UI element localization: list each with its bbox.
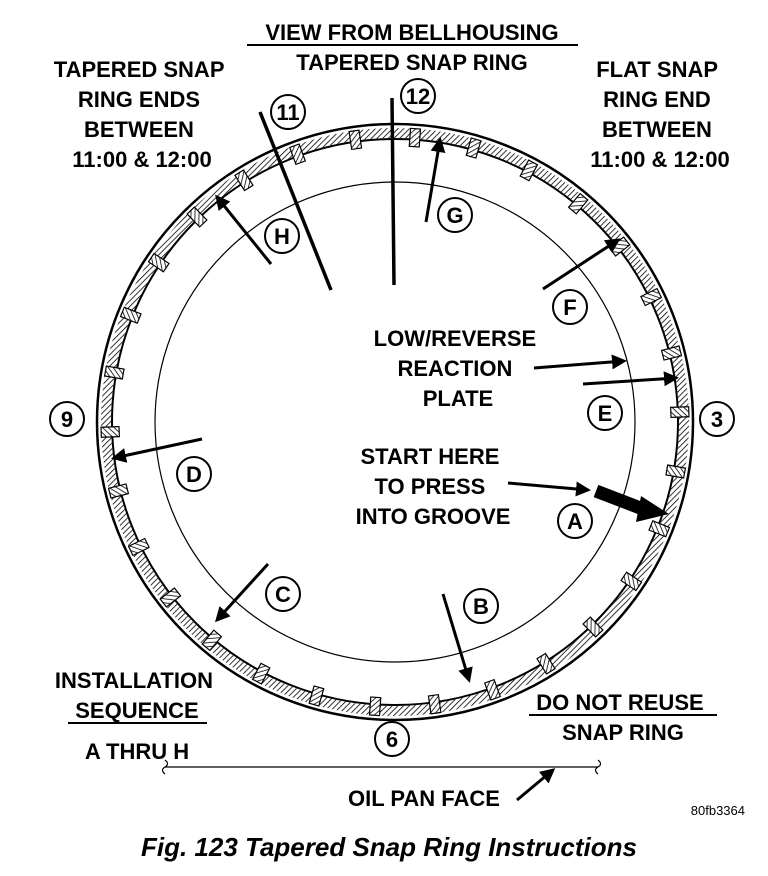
arrow-reaction-plate: [533, 354, 627, 370]
housing-lug: [147, 252, 170, 273]
clock-6: 6: [374, 721, 410, 757]
housing-lug: [251, 662, 271, 685]
svg-text:C: C: [275, 582, 291, 607]
sequence-arrows: [111, 137, 679, 683]
housing-lug: [119, 306, 142, 325]
clock-9: 9: [49, 401, 85, 437]
clock-11: 11: [270, 94, 306, 130]
housing-lug: [582, 616, 604, 638]
seq-b: B: [463, 588, 499, 624]
svg-text:F: F: [563, 295, 576, 320]
installation-note: INSTALLATION SEQUENCE: [55, 668, 219, 723]
housing-lug: [288, 143, 307, 166]
svg-text:B: B: [473, 594, 489, 619]
seq-h: H: [264, 218, 300, 254]
housing-inner-circle: [111, 138, 679, 706]
housing-lug: [660, 345, 683, 361]
svg-text:E: E: [598, 401, 613, 426]
housing-lug: [519, 159, 539, 182]
figure-caption: Fig. 123 Tapered Snap Ring Instructions: [141, 832, 637, 862]
housing-lug: [483, 678, 502, 701]
tapered-ends-note: TAPERED SNAP RING ENDS BETWEEN 11:00 & 1…: [54, 57, 230, 172]
housing-lug: [234, 169, 254, 192]
snap-ring-band: [101, 128, 689, 716]
oil-pan-break-right: [594, 759, 602, 775]
housing-lug: [107, 483, 130, 499]
arrow-b: [441, 593, 473, 683]
tapered-end-line-11: [258, 111, 333, 291]
housing-lug: [103, 365, 125, 380]
housing-lug: [427, 693, 442, 715]
oil-pan-face-label: OIL PAN FACE: [348, 786, 500, 811]
reaction-plate-note: LOW/REVERSE REACTION PLATE: [374, 326, 543, 411]
arrow-f: [542, 238, 621, 291]
flat-end-note: FLAT SNAP RING END BETWEEN 11:00 & 12:00: [590, 57, 729, 172]
housing-lug: [620, 571, 643, 592]
seq-d: D: [176, 456, 212, 492]
svg-text:D: D: [186, 462, 202, 487]
housing-lug: [201, 629, 223, 652]
svg-text:11: 11: [276, 100, 299, 125]
housing-lug: [186, 206, 208, 228]
housing-lug: [465, 137, 482, 159]
arrow-a-head: [636, 496, 669, 522]
housing-lug: [648, 519, 671, 538]
housing-lug: [308, 685, 325, 707]
do-not-reuse-note: DO NOT REUSE SNAP RING: [536, 690, 710, 745]
header-title: VIEW FROM BELLHOUSING: [265, 20, 558, 45]
reaction-plate-circle: [154, 181, 636, 663]
svg-text:A: A: [567, 509, 583, 534]
svg-text:9: 9: [61, 407, 73, 432]
arrow-g: [424, 137, 446, 223]
housing-lug: [670, 406, 690, 418]
housing-lug: [348, 129, 363, 151]
arrow-d: [111, 437, 203, 463]
housing-lug: [536, 652, 556, 675]
housing-lugs: [100, 127, 690, 717]
figure-code: 80fb3364: [691, 803, 745, 818]
svg-text:6: 6: [386, 727, 398, 752]
oil-pan-break-left: [161, 759, 169, 775]
arrow-h: [215, 194, 273, 265]
seq-f: F: [552, 289, 588, 325]
flat-end-line-12: [390, 97, 396, 286]
svg-text:H: H: [274, 224, 290, 249]
clock-12: 12: [400, 78, 436, 114]
housing-lug: [665, 464, 687, 479]
header-subtitle: TAPERED SNAP RING: [296, 50, 527, 75]
svg-text:12: 12: [406, 84, 430, 109]
housing-lug: [159, 587, 182, 608]
housing-lug: [368, 696, 382, 717]
installation-range: A THRU H: [85, 739, 189, 764]
housing-lug: [408, 127, 422, 148]
seq-c: C: [265, 576, 301, 612]
clock-3: 3: [699, 401, 735, 437]
arrow-e: [582, 371, 679, 387]
housing-lug: [640, 287, 663, 307]
svg-text:3: 3: [711, 407, 723, 432]
snap-ring: [95, 122, 695, 722]
housing-lug: [127, 537, 150, 557]
housing-lug: [567, 192, 589, 215]
start-here-note: START HERE TO PRESS INTO GROOVE: [356, 444, 511, 529]
housing-outer-circle: [95, 122, 695, 722]
arrow-start-here: [507, 481, 591, 497]
svg-text:G: G: [446, 203, 463, 228]
seq-g: G: [437, 197, 473, 233]
housing-lug: [100, 426, 120, 438]
oil-pan-arrow: [516, 768, 556, 802]
arrow-c: [214, 562, 270, 623]
seq-e: E: [587, 395, 623, 431]
seq-a: A: [557, 503, 593, 539]
